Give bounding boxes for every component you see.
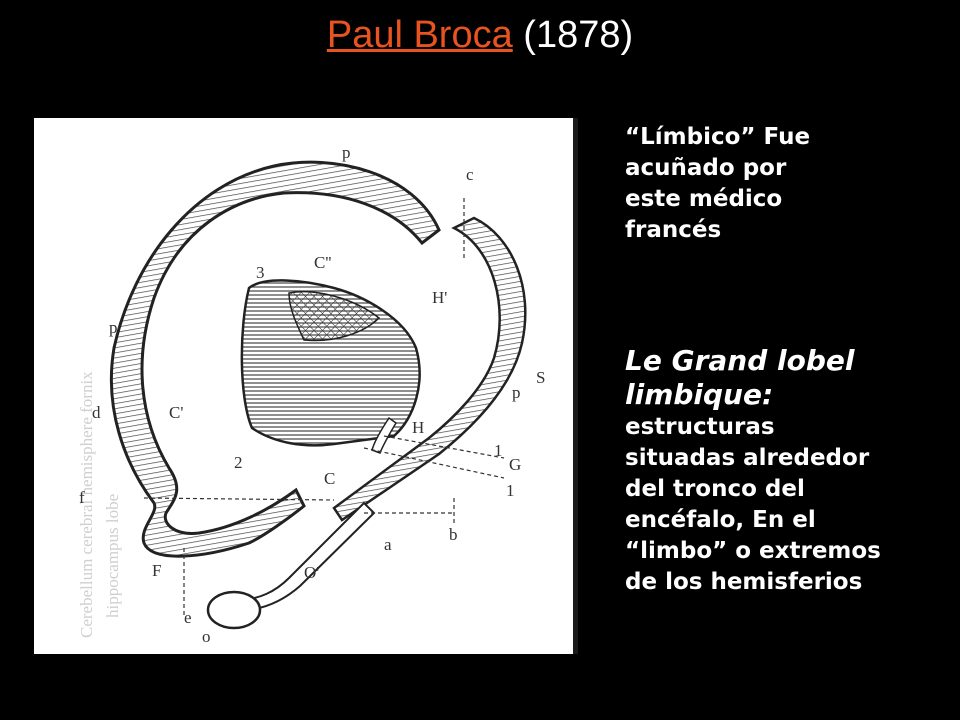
figure-label: 1 (494, 441, 503, 460)
svg-text:Cerebellum cerebral hemisphere: Cerebellum cerebral hemisphere fornix (77, 371, 96, 638)
figure-label: e (184, 608, 192, 627)
figure-label: b (449, 525, 458, 544)
limbic-gyrus-band (109, 160, 441, 558)
figure-label: 1 (506, 481, 515, 500)
definition-line: estructuras (625, 414, 775, 440)
title-year: (1878) (523, 14, 634, 56)
figure-label: p (512, 383, 521, 402)
svg-text:hippocampus lobe: hippocampus lobe (103, 494, 122, 618)
figure-label: f (79, 488, 85, 507)
definition-line: situadas alrededor (625, 445, 870, 471)
definition-line: “limbo” o extremos (625, 538, 881, 564)
figure-label: C (324, 469, 335, 488)
definition-heading-line: Le Grand lobel (625, 344, 855, 377)
note-line: “Límbico” Fue (625, 124, 811, 150)
figure-label: C' (169, 403, 183, 422)
figure-label: d (92, 403, 101, 422)
limbico-note: “Límbico” Fue acuñado por este médico fr… (625, 122, 925, 246)
brain-drawing: Cerebellum cerebral hemisphere fornix hi… (77, 143, 545, 646)
figure-label: C'' (314, 253, 331, 272)
limbic-lobe-definition: Le Grand lobel limbique: estructuras sit… (625, 344, 945, 598)
figure-label: 3 (256, 263, 265, 282)
right-band (332, 216, 527, 522)
figure-label: H' (432, 288, 447, 307)
figure-label: 2 (234, 453, 243, 472)
limbic-lobe-illustration: Cerebellum cerebral hemisphere fornix hi… (34, 118, 578, 654)
note-line: acuñado por (625, 155, 787, 181)
figure-label: c (466, 165, 474, 184)
figure-label: O' (304, 563, 319, 582)
figure-label: a (384, 535, 392, 554)
definition-heading-line: limbique: (625, 378, 774, 411)
figure-label: G (509, 455, 521, 474)
slide-title: Paul Broca (1878) (0, 14, 960, 57)
figure-label: p (342, 143, 351, 162)
figure-border (573, 118, 578, 654)
figure-label: p (109, 318, 118, 337)
definition-line: de los hemisferios (625, 569, 863, 595)
note-line: francés (625, 217, 722, 243)
figure-label: S (536, 368, 545, 387)
definition-line: encéfalo, En el (625, 507, 816, 533)
note-line: este médico (625, 186, 783, 212)
figure-label: o (202, 627, 211, 646)
definition-line: del tronco del (625, 476, 805, 502)
figure-label: F (152, 561, 161, 580)
definition-body: estructuras situadas alrededor del tronc… (625, 412, 945, 598)
figure-label: H (412, 418, 424, 437)
paul-broca-link[interactable]: Paul Broca (326, 14, 513, 56)
